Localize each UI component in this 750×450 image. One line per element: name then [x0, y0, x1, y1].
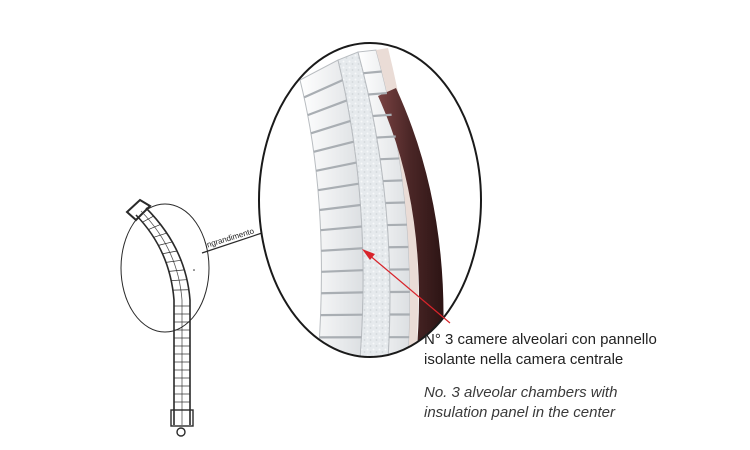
alveolar-chamber-walls: [303, 70, 410, 339]
outer-chamber-wall: [385, 201, 406, 205]
caption-english: No. 3 alveolar chambers with insulation …: [424, 383, 617, 423]
zoom-connector: [201, 231, 266, 254]
profile-divider: [168, 269, 185, 272]
outer-chamber-wall: [363, 70, 382, 75]
inner-chamber-wall: [319, 203, 361, 212]
profile-divider: [165, 259, 182, 263]
caption-english-line-2: insulation panel in the center: [424, 404, 615, 421]
outer-chamber-wall: [380, 157, 400, 161]
inner-chamber-wall: [321, 269, 364, 273]
profile-divider: [162, 250, 178, 255]
profile-divider: [158, 241, 173, 246]
outer-chamber-wall: [383, 179, 403, 183]
inner-chamber-wall: [320, 225, 362, 232]
inner-chamber-wall: [321, 247, 363, 252]
profile-bottom: [170, 409, 194, 427]
magnified-section: [259, 43, 481, 357]
inner-chamber-wall: [307, 99, 348, 117]
caption-italian-line-2: isolante nella camera centrale: [424, 351, 624, 368]
magnifier-circle: [120, 203, 210, 333]
profile-divider: [171, 279, 187, 281]
inner-chamber-wall: [321, 291, 364, 295]
outer-chamber-wall: [368, 91, 388, 96]
inner-chamber-wall: [303, 79, 344, 99]
profile-drawing: [125, 198, 194, 437]
outer-chamber-wall: [376, 135, 396, 139]
inner-chamber-wall: [317, 182, 359, 192]
caption-english-line-1: No. 3 alveolar chambers with: [424, 384, 618, 401]
profile-wheel: [176, 427, 186, 437]
inner-chamber-wall: [313, 140, 354, 153]
arrow-icon: [362, 249, 451, 324]
profile-divider: [148, 224, 161, 230]
profile-hook: [125, 198, 152, 222]
inner-chamber-wall: [315, 161, 357, 172]
lens-outline: [258, 42, 482, 358]
inner-chamber-wall: [310, 119, 351, 135]
profile-cell-dividers: [142, 215, 190, 403]
profile-divider: [153, 232, 167, 238]
caption-italian: N° 3 camere alveolari con pannello isola…: [424, 330, 657, 370]
caption-italian-line-1: N° 3 camere alveolari con pannello: [424, 331, 657, 348]
outer-chamber-wall: [372, 113, 392, 118]
profile-divider: [142, 215, 154, 223]
